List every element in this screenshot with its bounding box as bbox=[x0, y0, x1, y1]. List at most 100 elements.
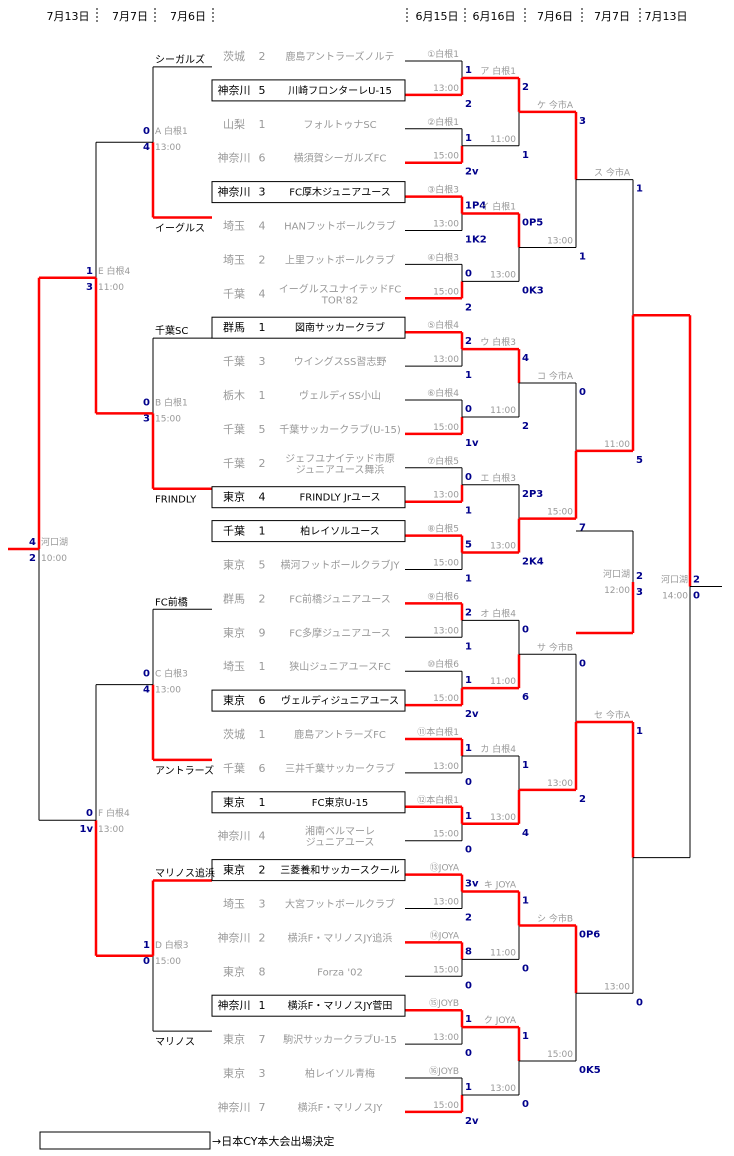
team-prefecture: 神奈川 bbox=[218, 185, 251, 199]
match-time: 13:00 bbox=[604, 982, 630, 992]
score-bottom: 0K3 bbox=[522, 285, 544, 296]
team-number: 3 bbox=[259, 355, 266, 368]
score-top: 0 bbox=[579, 658, 586, 669]
team-number: 5 bbox=[259, 559, 266, 572]
match-label: ③白根3 bbox=[427, 184, 459, 196]
team-name: 横浜F・マリノスJY bbox=[298, 1101, 384, 1114]
nickname: アントラーズ bbox=[155, 764, 214, 777]
team-number: 3 bbox=[259, 1067, 266, 1080]
match-time: 13:00 bbox=[433, 84, 459, 94]
score-bottom: 0K5 bbox=[579, 1065, 601, 1076]
score-bottom: 1 bbox=[465, 574, 472, 585]
score-top: 1 bbox=[522, 896, 529, 907]
score-top: 0 bbox=[522, 624, 529, 635]
score-bottom: 1v bbox=[465, 438, 479, 449]
match-time: 11:00 bbox=[490, 135, 516, 145]
score-top: 2 bbox=[465, 607, 472, 618]
match-label: カ 白根4 bbox=[480, 743, 516, 755]
match-label: ス 今市A bbox=[594, 167, 631, 179]
nickname: イーグルス bbox=[155, 222, 205, 235]
date-header: 6月15日 bbox=[416, 10, 459, 23]
score-top: 0 bbox=[143, 669, 150, 680]
match-time: 15:00 bbox=[433, 965, 459, 975]
team-name: 三井千葉サッカークラブ bbox=[285, 762, 395, 775]
match-time: 15:00 bbox=[433, 287, 459, 297]
team-name: 柏レイソルユース bbox=[300, 525, 380, 538]
team-prefecture: 東京 bbox=[223, 1066, 245, 1080]
match-time: 15:00 bbox=[433, 559, 459, 569]
match-label: ケ 今市A bbox=[537, 99, 574, 111]
match-label: コ 今市A bbox=[537, 370, 574, 382]
score-top: 1P4 bbox=[465, 201, 486, 212]
score-bottom: 2v bbox=[465, 167, 479, 178]
score-top: 4 bbox=[522, 353, 529, 364]
score-top: 2 bbox=[522, 82, 529, 93]
score-bottom: 2v bbox=[465, 709, 479, 720]
advanced-team-box bbox=[211, 486, 406, 509]
team-number: 1 bbox=[259, 389, 266, 402]
team-number: 3 bbox=[259, 898, 266, 911]
score-top: 0 bbox=[143, 397, 150, 408]
team-prefecture: 東京 bbox=[223, 795, 245, 809]
score-top: 1 bbox=[636, 184, 643, 195]
team-prefecture: 東京 bbox=[223, 490, 245, 504]
match-label: ⑦白根5 bbox=[427, 455, 459, 467]
score-bottom: 3 bbox=[143, 413, 150, 424]
score-bottom: 4 bbox=[522, 828, 529, 839]
score-top: 1 bbox=[522, 1031, 529, 1042]
score-bottom: 2 bbox=[465, 99, 472, 110]
team-prefecture: 東京 bbox=[223, 625, 245, 639]
match-time: 15:00 bbox=[433, 694, 459, 704]
match-label: ⑮JOYB bbox=[429, 998, 459, 1009]
score-top: 2 bbox=[693, 574, 700, 585]
team-number: 2 bbox=[259, 592, 266, 605]
match-label: ウ 白根3 bbox=[480, 336, 516, 348]
team-prefecture: 千葉 bbox=[223, 761, 245, 775]
match-label: 河口湖 bbox=[603, 568, 630, 580]
team-prefecture: 千葉 bbox=[223, 286, 245, 300]
advanced-team-boxes bbox=[39, 79, 406, 1150]
match-time: 10:00 bbox=[41, 554, 67, 564]
legend-text: →日本CY本大会出場決定 bbox=[212, 1134, 334, 1148]
match-label: ⑨白根6 bbox=[427, 590, 459, 602]
team-name: FC東京U-15 bbox=[312, 796, 368, 809]
team-number: 2 bbox=[259, 931, 266, 944]
match-label: 河口湖 bbox=[41, 536, 68, 548]
team-name: HANフットボールクラブ bbox=[284, 220, 396, 233]
team-name: 図南サッカークラブ bbox=[295, 321, 385, 334]
score-bottom: 2v bbox=[465, 1116, 479, 1127]
team-number: 8 bbox=[259, 965, 266, 978]
score-bottom: 0 bbox=[636, 997, 643, 1008]
date-header: 7月7日 bbox=[594, 10, 630, 23]
team-number: 1 bbox=[259, 118, 266, 131]
match-label: ⑫本白根1 bbox=[417, 794, 459, 806]
match-time: 15:00 bbox=[155, 957, 181, 967]
score-bottom: 1v bbox=[80, 824, 94, 835]
date-header: 6月16日 bbox=[473, 10, 516, 23]
nickname: シーガルズ bbox=[155, 53, 205, 66]
score-top: 2 bbox=[465, 336, 472, 347]
match-time: 13:00 bbox=[490, 270, 516, 280]
date-header: 7月6日 bbox=[537, 10, 573, 23]
match-label: ク JOYA bbox=[484, 1015, 517, 1026]
score-top: 1 bbox=[465, 133, 472, 144]
advanced-team-box bbox=[211, 181, 406, 204]
match-time: 15:00 bbox=[433, 830, 459, 840]
match-label: イ 白根1 bbox=[480, 201, 516, 213]
score-top: 0 bbox=[86, 808, 93, 819]
team-number: 1 bbox=[259, 728, 266, 741]
match-label: ④白根3 bbox=[427, 251, 459, 263]
team-name: ジュニアユース舞浜 bbox=[296, 464, 385, 476]
match-time: 15:00 bbox=[433, 152, 459, 162]
team-prefecture: 埼玉 bbox=[223, 219, 245, 233]
match-label: キ JOYA bbox=[484, 881, 517, 891]
score-bottom: 1 bbox=[465, 641, 472, 652]
team-name: 駒沢サッカークラブU-15 bbox=[283, 1033, 397, 1046]
team-name: Forza '02 bbox=[317, 967, 363, 978]
team-number: 1 bbox=[259, 660, 266, 673]
date-header: 7月6日 bbox=[170, 10, 206, 23]
score-top: 0 bbox=[579, 387, 586, 398]
match-label: E 白根4 bbox=[98, 265, 131, 277]
match-label: C 白根3 bbox=[155, 668, 188, 680]
